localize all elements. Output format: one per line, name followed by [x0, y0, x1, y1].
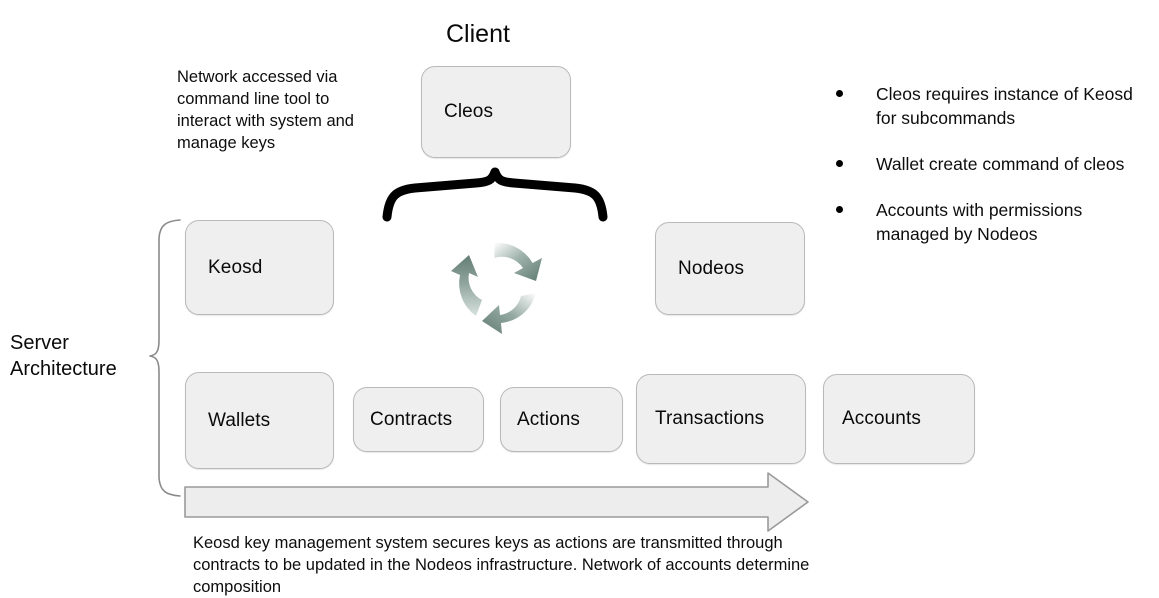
node-actions-label: Actions [517, 408, 581, 430]
node-contracts-label: Contracts [370, 408, 453, 430]
bullet-text: Cleos requires instance of Keosd for sub… [876, 84, 1133, 128]
node-cleos[interactable]: Cleos [421, 66, 571, 158]
node-keosd[interactable]: Keosd [185, 220, 334, 315]
right-arrow-icon [184, 472, 809, 532]
node-accounts[interactable]: Accounts [823, 374, 975, 464]
note-left-text: Network accessed via command line tool t… [177, 68, 354, 152]
node-contracts[interactable]: Contracts [353, 387, 484, 452]
bullet-dot-icon [836, 160, 843, 167]
node-wallets-label: Wallets [208, 409, 271, 431]
curly-brace-left-icon [149, 219, 181, 497]
node-transactions[interactable]: Transactions [636, 374, 806, 464]
recycle-icon [451, 242, 542, 334]
server-architecture-label: Server Architecture [10, 330, 160, 382]
node-cleos-label: Cleos [444, 101, 494, 122]
list-item: Cleos requires instance of Keosd for sub… [836, 82, 1146, 130]
node-accounts-label: Accounts [842, 408, 921, 429]
bullet-list: Cleos requires instance of Keosd for sub… [836, 82, 1146, 246]
bullet-dot-icon [836, 90, 843, 97]
node-transactions-label: Transactions [655, 408, 765, 429]
page-title: Client [446, 20, 510, 48]
bottom-caption: Keosd key management system secures keys… [193, 534, 810, 596]
bullet-dot-icon [836, 206, 843, 213]
curly-brace-down-icon [382, 167, 608, 222]
list-item: Accounts with permissions managed by Nod… [836, 198, 1146, 246]
node-actions[interactable]: Actions [500, 387, 623, 452]
node-keosd-label: Keosd [208, 256, 263, 278]
node-nodeos-label: Nodeos [678, 257, 745, 279]
node-nodeos[interactable]: Nodeos [655, 222, 805, 315]
bullet-text: Wallet create command of cleos [876, 154, 1125, 174]
server-architecture-label-line2: Architecture [10, 358, 117, 380]
node-wallets[interactable]: Wallets [185, 372, 334, 469]
list-item: Wallet create command of cleos [836, 152, 1146, 176]
bullet-text: Accounts with permissions managed by Nod… [876, 200, 1083, 244]
server-architecture-label-line1: Server [10, 332, 69, 354]
